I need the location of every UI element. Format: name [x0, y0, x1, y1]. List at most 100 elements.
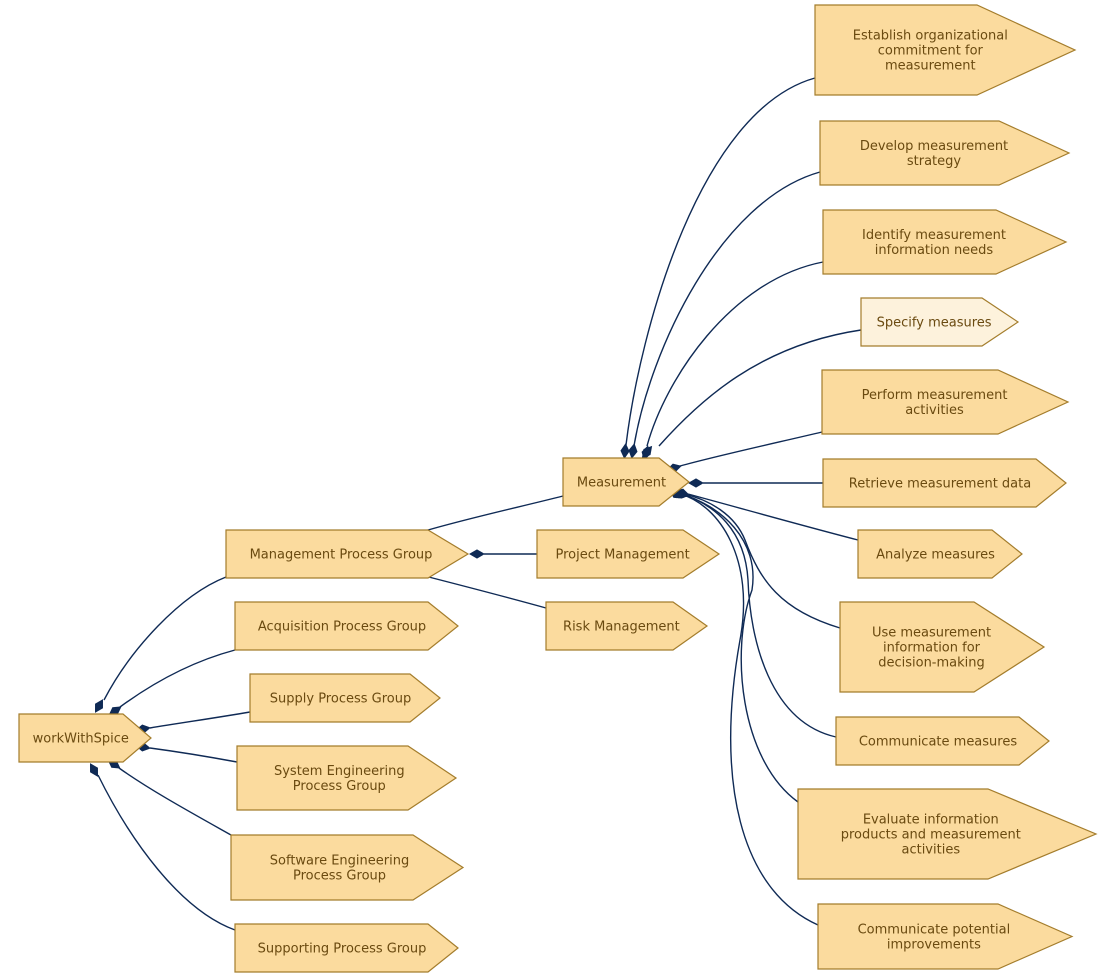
node-label: Supporting Process Group: [258, 942, 427, 957]
edge-meas-m4: [641, 329, 862, 459]
node-shape: [839, 601, 1046, 693]
composition-diamond-icon: [468, 549, 486, 559]
node-supp[interactable]: Supporting Process Group: [234, 923, 459, 973]
edge-line: [149, 747, 238, 763]
node-shape: [814, 4, 1077, 96]
node-label: Management Process Group: [250, 548, 433, 563]
node-shape: [857, 529, 1023, 579]
node-label: Project Management: [555, 548, 689, 563]
node-shape: [860, 297, 1020, 347]
node-label: Risk Management: [563, 620, 680, 635]
node-pm[interactable]: Project Management: [536, 529, 721, 579]
node-shape: [234, 601, 459, 651]
node-label: Analyze measures: [876, 548, 995, 563]
edge-line: [646, 261, 824, 447]
edge-line: [103, 576, 227, 701]
edge-line: [625, 77, 816, 446]
edge-line: [119, 649, 236, 708]
composition-diamond-icon: [641, 445, 653, 459]
node-label: Acquisition Process Group: [258, 620, 426, 635]
node-root[interactable]: workWithSpice: [18, 713, 152, 763]
composition-diamond-icon: [620, 443, 630, 459]
nodes-layer: workWithSpice Management Process GroupAcq…: [18, 4, 1098, 973]
node-label: Retrieve measurement data: [849, 477, 1031, 492]
edge-meas-m2: [628, 171, 821, 459]
edge-meas-m3: [641, 261, 824, 461]
node-meas[interactable]: Measurement: [562, 457, 690, 507]
edge-root-supply: [135, 711, 251, 734]
composition-diamond-icon: [94, 699, 104, 713]
edge-line: [118, 767, 232, 836]
node-m9[interactable]: Communicate measures: [835, 716, 1050, 766]
edge-meas-m9: [670, 489, 837, 738]
edge-line: [417, 495, 564, 534]
node-supply[interactable]: Supply Process Group: [249, 673, 441, 723]
node-shape: [819, 120, 1071, 186]
node-m7[interactable]: Analyze measures: [857, 529, 1023, 579]
node-shape: [249, 673, 441, 723]
node-acq[interactable]: Acquisition Process Group: [234, 601, 459, 651]
node-shape: [797, 788, 1098, 880]
node-shape: [230, 834, 465, 901]
node-risk[interactable]: Risk Management: [545, 601, 709, 651]
node-label: workWithSpice: [33, 732, 129, 747]
node-m4[interactable]: Specify measures: [860, 297, 1020, 347]
node-shape: [817, 903, 1074, 970]
edge-root-acq: [108, 649, 236, 716]
node-shape: [562, 457, 690, 507]
node-label: Supply Process Group: [270, 692, 411, 707]
edge-line: [680, 493, 799, 803]
node-label: Specify measures: [877, 316, 992, 331]
composition-diamond-icon: [628, 443, 638, 459]
edge-mgmt-pm: [468, 549, 537, 559]
node-mgmt[interactable]: Management Process Group: [225, 529, 470, 579]
edge-line: [687, 493, 859, 541]
node-shape: [821, 369, 1070, 435]
composition-diamond-icon: [687, 478, 705, 488]
node-shape: [234, 923, 459, 973]
edge-line: [683, 493, 841, 629]
edge-line: [149, 711, 251, 729]
edge-root-mgmt: [94, 576, 227, 713]
edge-meas-m6: [687, 478, 824, 488]
edge-meas-m5: [666, 431, 823, 473]
node-shape: [545, 601, 709, 651]
node-shape: [822, 458, 1067, 508]
composition-diamond-icon: [89, 763, 99, 777]
edges-layer: [89, 77, 862, 931]
edge-meas-m11: [669, 489, 819, 926]
node-label: Communicate measures: [859, 735, 1017, 750]
node-shape: [822, 209, 1068, 275]
node-shape: [536, 529, 721, 579]
node-shape: [236, 745, 458, 811]
node-m6[interactable]: Retrieve measurement data: [822, 458, 1067, 508]
edge-root-syseng: [135, 742, 238, 763]
node-shape: [835, 716, 1050, 766]
edge-line: [681, 493, 837, 738]
edge-line: [416, 573, 547, 609]
edge-line: [658, 329, 862, 447]
edge-line: [633, 171, 821, 447]
edge-root-supp: [89, 763, 236, 931]
edge-line: [97, 774, 236, 931]
node-shape: [18, 713, 152, 763]
